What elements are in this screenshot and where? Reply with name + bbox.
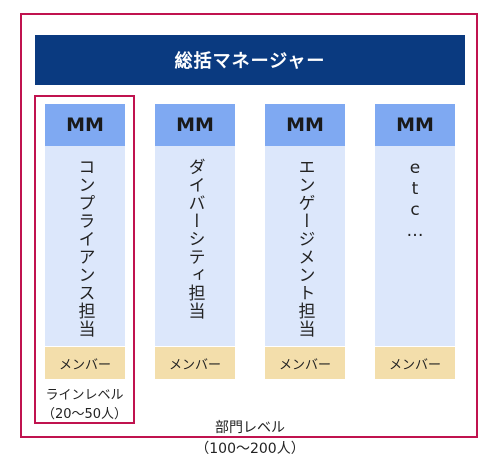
department-level-range: （100～200人）	[195, 441, 305, 457]
member-box: メンバー	[155, 347, 235, 379]
role-label: ダイバーシティ担当	[184, 158, 205, 320]
department-level-label: 部門レベル	[215, 420, 285, 436]
role-box: etc…	[375, 146, 455, 346]
member-box: メンバー	[265, 347, 345, 379]
general-manager-box: 総括マネージャー	[35, 35, 465, 85]
team-column-compliance: MM コンプライアンス担当 メンバー	[45, 104, 125, 379]
department-level-frame	[20, 13, 478, 438]
mm-box: MM	[375, 104, 455, 146]
team-column-etc: MM etc… メンバー	[375, 104, 455, 379]
line-level-frame	[34, 95, 135, 424]
mm-box: MM	[45, 104, 125, 146]
role-box: ダイバーシティ担当	[155, 146, 235, 346]
role-label: エンゲージメント担当	[294, 158, 315, 338]
role-label: etc…	[405, 158, 425, 242]
team-column-diversity: MM ダイバーシティ担当 メンバー	[155, 104, 235, 379]
line-level-label: ラインレベル	[45, 388, 124, 403]
role-box: コンプライアンス担当	[45, 146, 125, 346]
mm-box: MM	[265, 104, 345, 146]
team-column-engagement: MM エンゲージメント担当 メンバー	[265, 104, 345, 379]
member-box: メンバー	[45, 347, 125, 379]
mm-box: MM	[155, 104, 235, 146]
role-box: エンゲージメント担当	[265, 146, 345, 346]
department-level-caption: 部門レベル （100～200人）	[180, 418, 320, 460]
line-level-range: （20～50人）	[41, 407, 128, 422]
role-label: コンプライアンス担当	[74, 158, 95, 338]
line-level-caption: ラインレベル （20～50人）	[34, 386, 135, 424]
general-manager-label: 総括マネージャー	[174, 51, 326, 72]
member-box: メンバー	[375, 347, 455, 379]
